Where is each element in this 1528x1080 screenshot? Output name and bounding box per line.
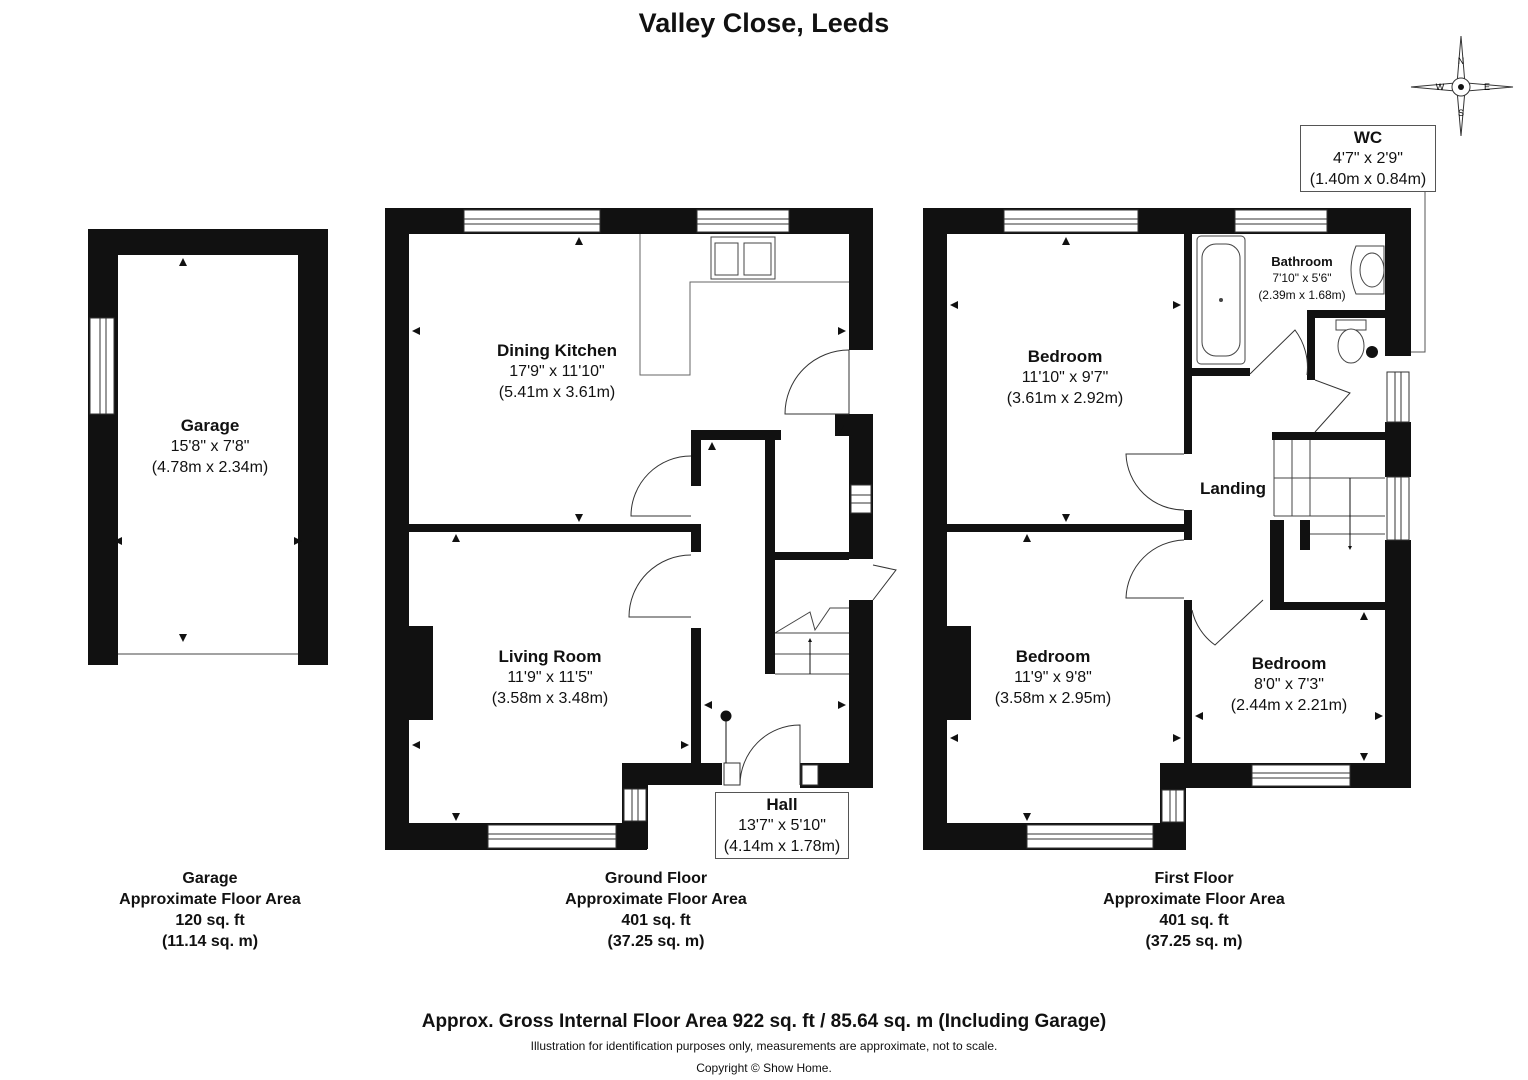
area-sqm: (37.25 sq. m) bbox=[607, 933, 705, 950]
room-dimensions: 7'10" x 5'6" bbox=[1272, 271, 1332, 285]
area-sqft: 401 sq. ft bbox=[1159, 912, 1229, 929]
room-name: Landing bbox=[1199, 479, 1267, 498]
room-label-landing: Landing bbox=[1190, 478, 1276, 499]
area-label: Approximate Floor Area bbox=[565, 891, 747, 908]
area-label: Approximate Floor Area bbox=[1103, 891, 1285, 908]
room-dimensions: 4'7" x 2'9" bbox=[1333, 150, 1403, 167]
room-dimensions: 17'9" x 11'10" bbox=[509, 363, 605, 380]
room-dimensions-metric: (3.61m x 2.92m) bbox=[1006, 390, 1124, 407]
area-summary-ground-floor: Ground Floor Approximate Floor Area 401 … bbox=[526, 868, 786, 952]
room-label-dining-kitchen: Dining Kitchen 17'9" x 11'10" (5.41m x 3… bbox=[457, 340, 657, 403]
compass-south-label: S bbox=[1458, 108, 1464, 118]
room-dimensions-metric: (2.44m x 2.21m) bbox=[1230, 697, 1348, 714]
area-name: Garage bbox=[182, 870, 238, 887]
room-label-bedroom-1: Bedroom 11'10" x 9'7" (3.61m x 2.92m) bbox=[965, 346, 1165, 409]
room-name: Garage bbox=[180, 416, 240, 435]
ground-floor-plan bbox=[385, 208, 897, 850]
room-dimensions-metric: (4.78m x 2.34m) bbox=[151, 459, 269, 476]
room-name: Living Room bbox=[498, 647, 602, 666]
room-dimensions: 15'8" x 7'8" bbox=[170, 438, 250, 455]
room-name: Bathroom bbox=[1271, 254, 1333, 269]
area-sqft: 401 sq. ft bbox=[621, 912, 691, 929]
garage-plan bbox=[88, 229, 328, 665]
gross-floor-area: Approx. Gross Internal Floor Area 922 sq… bbox=[421, 1011, 1107, 1032]
area-sqft: 120 sq. ft bbox=[175, 912, 245, 929]
room-label-wc: WC 4'7" x 2'9" (1.40m x 0.84m) bbox=[1300, 125, 1436, 192]
room-dimensions: 8'0" x 7'3" bbox=[1254, 676, 1324, 693]
area-sqm: (11.14 sq. m) bbox=[161, 933, 259, 950]
room-dimensions-metric: (2.39m x 1.68m) bbox=[1258, 288, 1346, 302]
room-name: Dining Kitchen bbox=[497, 341, 617, 360]
room-name: Bedroom bbox=[1251, 654, 1327, 673]
first-floor-plan bbox=[409, 190, 1426, 850]
room-dimensions-metric: (3.58m x 3.48m) bbox=[491, 690, 609, 707]
room-dimensions: 11'9" x 9'8" bbox=[1014, 669, 1092, 686]
area-summary-garage: Garage Approximate Floor Area 120 sq. ft… bbox=[90, 868, 330, 952]
room-label-living-room: Living Room 11'9" x 11'5" (3.58m x 3.48m… bbox=[450, 646, 650, 709]
area-summary-first-floor: First Floor Approximate Floor Area 401 s… bbox=[1064, 868, 1324, 952]
room-label-hall: Hall 13'7" x 5'10" (4.14m x 1.78m) bbox=[715, 792, 849, 859]
room-label-garage: Garage 15'8" x 7'8" (4.78m x 2.34m) bbox=[110, 415, 310, 478]
room-dimensions: 11'9" x 11'5" bbox=[507, 669, 593, 686]
room-label-bedroom-3: Bedroom 8'0" x 7'3" (2.44m x 2.21m) bbox=[1199, 653, 1379, 716]
room-label-bedroom-2: Bedroom 11'9" x 9'8" (3.58m x 2.95m) bbox=[953, 646, 1153, 709]
area-sqm: (37.25 sq. m) bbox=[1145, 933, 1243, 950]
room-name: WC bbox=[1353, 128, 1383, 147]
area-name: Ground Floor bbox=[604, 870, 708, 887]
area-name: First Floor bbox=[1154, 870, 1234, 887]
copyright: Copyright © Show Home. bbox=[696, 1061, 832, 1075]
room-dimensions-metric: (4.14m x 1.78m) bbox=[723, 838, 841, 855]
compass-rose: N E S W bbox=[1410, 35, 1514, 137]
area-label: Approximate Floor Area bbox=[119, 891, 301, 908]
room-dimensions: 11'10" x 9'7" bbox=[1021, 369, 1109, 386]
room-name: Hall bbox=[766, 795, 798, 814]
page-title: Valley Close, Leeds bbox=[638, 8, 890, 38]
room-dimensions-metric: (1.40m x 0.84m) bbox=[1309, 171, 1427, 188]
compass-north-label: N bbox=[1458, 56, 1465, 66]
disclaimer: Illustration for identification purposes… bbox=[530, 1039, 998, 1053]
compass-east-label: E bbox=[1484, 82, 1490, 92]
room-label-bathroom: Bathroom 7'10" x 5'6" (2.39m x 1.68m) bbox=[1244, 253, 1360, 304]
compass-west-label: W bbox=[1436, 82, 1445, 92]
room-name: Bedroom bbox=[1027, 347, 1103, 366]
room-name: Bedroom bbox=[1015, 647, 1091, 666]
room-dimensions-metric: (3.58m x 2.95m) bbox=[994, 690, 1112, 707]
room-dimensions: 13'7" x 5'10" bbox=[738, 817, 826, 834]
room-dimensions-metric: (5.41m x 3.61m) bbox=[498, 384, 616, 401]
